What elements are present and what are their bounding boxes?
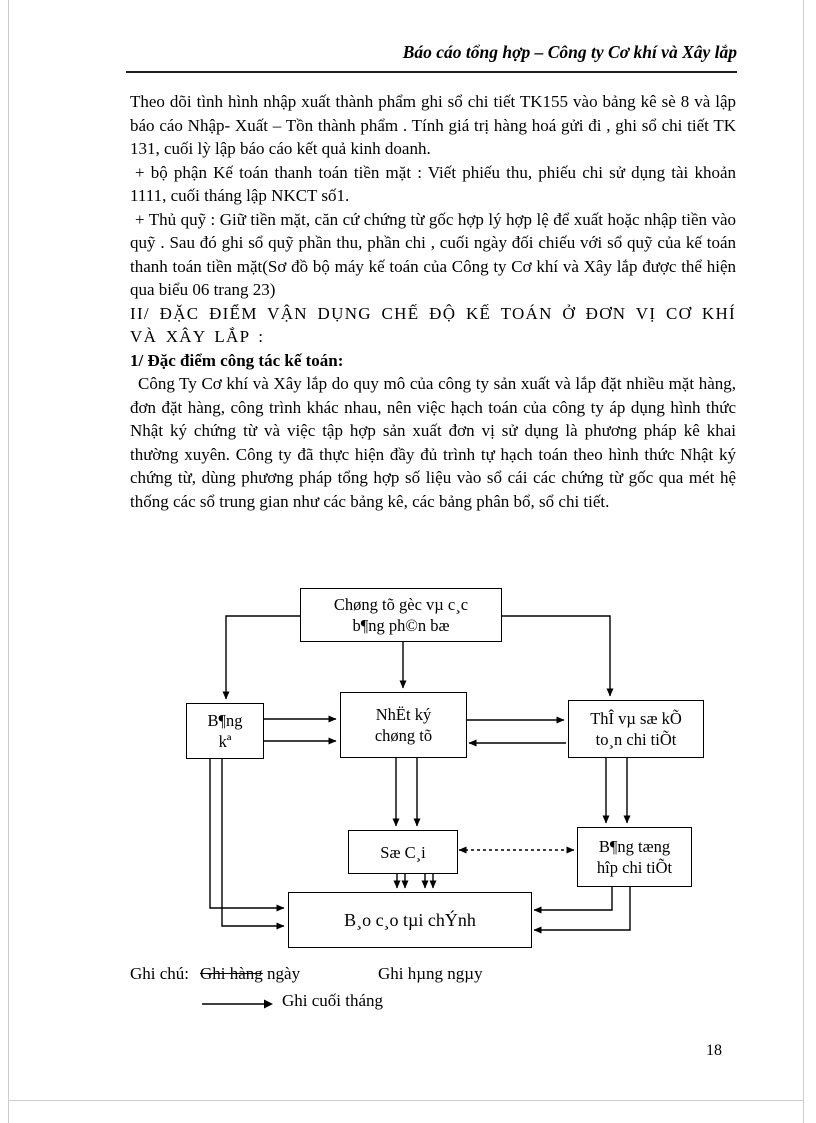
header-rule xyxy=(126,71,737,73)
page-edge-left xyxy=(8,0,9,1123)
section-heading: II/ ĐẶC ĐIỂM VẬN DỤNG CHẾ ĐỘ KẾ TOÁN Ở Đ… xyxy=(130,303,736,347)
paragraph-4: Công Ty Cơ khí và Xây lắp do quy mô của … xyxy=(130,374,736,511)
legend-daily-rest-text: ngày xyxy=(267,964,301,983)
flowchart-arrows xyxy=(209,615,631,934)
paragraph-2: + bộ phận Kế toán thanh toán tiền mặt : … xyxy=(130,162,736,206)
body-content: Theo dõi tình hình nhập xuất thành phẩm … xyxy=(130,90,736,513)
subsection-heading: 1/ Đặc điểm công tác kế toán: xyxy=(130,350,344,370)
page-edge-bottom xyxy=(8,1100,804,1101)
accounting-flowchart: Chøng tõ gèc vµ c¸c b¶ng ph©n bæ B¶ng kª… xyxy=(0,580,816,980)
flowchart-box-nhat-ky-chung-tu: NhËt ký chøng tõ xyxy=(340,692,467,758)
page-header-title: Báo cáo tổng hợp – Công ty Cơ khí và Xây… xyxy=(402,42,737,62)
legend-daily-entry: Ghi hàng ngày xyxy=(200,964,300,984)
flowchart-box-bao-cao-tai-chinh: B¸o c¸o tµi chÝnh xyxy=(288,892,532,948)
legend-monthly-text: Ghi cuối tháng xyxy=(282,991,384,1010)
flowchart-box-the-so-chi-tiet: ThÎ vµ sæ kÕ to¸n chi tiÕt xyxy=(568,700,704,758)
solid-arrow-icon xyxy=(202,999,273,1009)
legend-daily-garbled-text: Ghi hµng ngµy xyxy=(378,964,483,983)
paragraph-3: + Thủ quỹ : Giữ tiền mặt, căn cứ chứng t… xyxy=(130,209,736,300)
flowchart-box-bang-ke: B¶ng kª xyxy=(186,703,264,759)
paragraph-1: Theo dõi tình hình nhập xuất thành phẩm … xyxy=(130,92,736,158)
legend-row-monthly: Ghi cuối tháng xyxy=(130,991,710,1018)
legend-row-daily: Ghi chú: Ghi hàng ngày Ghi hµng ngµy xyxy=(130,964,710,991)
flowchart-box-bang-tong-hop: B¶ng tæng hîp chi tiÕt xyxy=(577,827,692,887)
page-number: 18 xyxy=(706,1042,722,1059)
flowchart-box-source-documents: Chøng tõ gèc vµ c¸c b¶ng ph©n bæ xyxy=(300,588,502,642)
legend-daily-struck-text: Ghi hàng xyxy=(200,964,263,983)
flowchart-legend: Ghi chú: Ghi hàng ngày Ghi hµng ngµy Ghi… xyxy=(130,964,710,1018)
flowchart-box-so-cai: Sæ C¸i xyxy=(348,830,458,874)
page-edge-right xyxy=(803,0,804,1123)
legend-label: Ghi chú: xyxy=(130,964,190,983)
